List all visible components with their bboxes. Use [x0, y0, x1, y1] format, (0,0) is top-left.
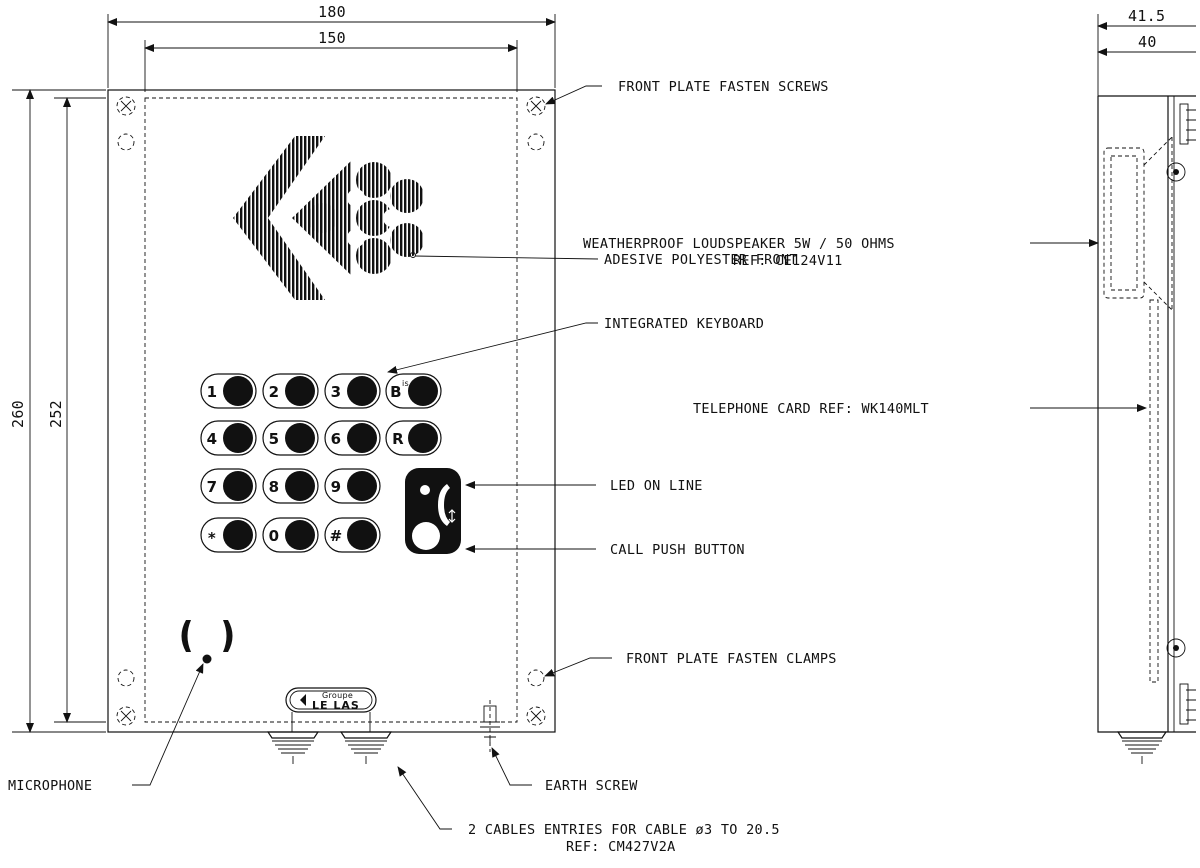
clamp-top-right-icon: [527, 133, 545, 151]
keypad: 1 2 3 B is 4: [200, 373, 442, 553]
key-star-label: *: [208, 529, 216, 547]
label-cable-entries: 2 CABLES ENTRIES FOR CABLE ø3 TO 20.5: [468, 822, 780, 838]
key-3[interactable]: 3: [324, 373, 381, 409]
key-r-label: R: [392, 430, 404, 448]
label-led: LED ON LINE: [610, 478, 703, 494]
label-loudspeaker: WEATHERPROOF LOUDSPEAKER 5W / 50 OHMS: [583, 236, 895, 252]
key-hash-label: #: [330, 527, 343, 545]
groupe-lelas-badge: Groupe LE LAS: [285, 687, 377, 732]
label-loudspeaker-ref: REF: CE124V11: [733, 253, 843, 269]
side-screw-top-icon: [1166, 103, 1196, 182]
side-screw-bottom-icon: [1166, 638, 1196, 725]
dim-side-inner-depth: 40: [1138, 33, 1157, 51]
front-view: 1 2 3 B is 4: [107, 89, 556, 764]
earth-screw-icon: [480, 700, 500, 752]
key-hash[interactable]: #: [324, 517, 381, 553]
key-8-label: 8: [269, 478, 280, 496]
leader-lines: [132, 85, 1147, 830]
key-8[interactable]: 8: [262, 468, 319, 504]
front-screw-bottom-right-icon: [526, 706, 546, 726]
microphone-grille-icon: [181, 620, 233, 664]
key-2[interactable]: 2: [262, 373, 319, 409]
clamp-bottom-right-icon: [527, 669, 545, 687]
telephone-card-icon: [1149, 299, 1159, 683]
dim-front-height: 260: [9, 400, 27, 428]
brand-logo-icon: [233, 136, 424, 300]
cable-gland-left-icon: [266, 731, 320, 764]
key-0-label: 0: [269, 527, 280, 545]
dim-front-width: 180: [318, 3, 346, 21]
phone-handset-icon: [438, 484, 456, 526]
dim-front-inner-width: 150: [318, 29, 346, 47]
key-6-label: 6: [331, 430, 342, 448]
front-screw-bottom-left-icon: [116, 706, 136, 726]
key-9-label: 9: [331, 478, 342, 496]
label-front-plate-screws: FRONT PLATE FASTEN SCREWS: [618, 79, 829, 95]
key-r[interactable]: R: [385, 420, 442, 456]
label-cable-entries-ref: REF: CM427V2A: [566, 839, 676, 855]
side-view: [1097, 95, 1196, 764]
label-fasten-clamps: FRONT PLATE FASTEN CLAMPS: [626, 651, 837, 667]
label-polyester-front: ADESIVE POLYESTER FRONT: [604, 252, 798, 268]
label-microphone: MICROPHONE: [8, 778, 92, 794]
key-5-label: 5: [269, 430, 280, 448]
badge-bottom-text: LE LAS: [312, 699, 360, 712]
dim-front-inner-height: 252: [47, 400, 65, 428]
cable-gland-right-icon: [339, 731, 393, 764]
key-3-label: 3: [331, 383, 342, 401]
key-5[interactable]: 5: [262, 420, 319, 456]
label-call-button: CALL PUSH BUTTON: [610, 542, 745, 558]
loudspeaker-icon: [1103, 136, 1173, 311]
front-screw-top-left-icon: [116, 96, 136, 116]
key-4-label: 4: [207, 430, 218, 448]
dim-side-depth: 41.5: [1128, 7, 1165, 25]
front-screw-top-right-icon: [526, 96, 546, 116]
key-0[interactable]: 0: [262, 517, 319, 553]
key-bis-superscript: is: [402, 379, 409, 388]
label-keyboard: INTEGRATED KEYBOARD: [604, 316, 764, 332]
dimension-lines: [12, 14, 1196, 733]
key-1-label: 1: [207, 383, 218, 401]
key-bis-label: B: [390, 383, 402, 401]
key-7[interactable]: 7: [200, 468, 257, 504]
clamp-bottom-left-icon: [117, 669, 135, 687]
call-push-button[interactable]: [405, 468, 461, 554]
side-cable-gland-icon: [1116, 731, 1168, 764]
key-bis[interactable]: B is: [385, 373, 442, 409]
label-earth-screw: EARTH SCREW: [545, 778, 638, 794]
key-9[interactable]: 9: [324, 468, 381, 504]
clamp-top-left-icon: [117, 133, 135, 151]
key-2-label: 2: [269, 383, 280, 401]
led-on-line-icon: [420, 485, 430, 495]
badge-top-text: Groupe: [322, 691, 353, 700]
key-4[interactable]: 4: [200, 420, 257, 456]
key-6[interactable]: 6: [324, 420, 381, 456]
label-telephone-card: TELEPHONE CARD REF: WK140MLT: [693, 401, 929, 417]
key-7-label: 7: [207, 478, 218, 496]
key-star[interactable]: *: [200, 517, 257, 553]
key-1[interactable]: 1: [200, 373, 257, 409]
